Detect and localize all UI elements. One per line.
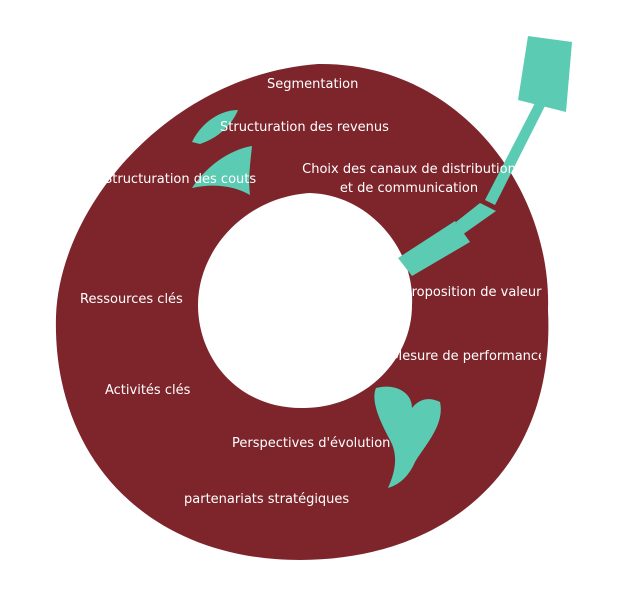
turntable-tonearm-icon xyxy=(398,36,572,276)
tonearm-head xyxy=(518,36,572,112)
tonearm-cartridge xyxy=(398,221,470,276)
label-perspectives-evolution: Perspectives d'évolution xyxy=(232,436,391,451)
label-choix-canaux: Choix des canaux de distribution et de c… xyxy=(294,161,524,197)
label-proposition-valeur: Proposition de valeur xyxy=(404,285,542,300)
tonearm-joint xyxy=(456,203,496,235)
bird-icon xyxy=(374,386,441,488)
leaf-icon-bottom xyxy=(192,146,252,195)
label-choix-canaux-line2: et de communication xyxy=(339,181,479,196)
label-ressources-cles: Ressources clés xyxy=(80,292,183,307)
label-activites-cles: Activités clés xyxy=(105,383,191,398)
label-mesure-performance: Mesure de performance xyxy=(391,349,541,364)
label-structuration-revenus: Structuration des revenus xyxy=(220,120,389,135)
label-choix-canaux-line1: Choix des canaux de distribution xyxy=(302,162,516,177)
label-partenariats-strategiques: partenariats stratégiques xyxy=(184,492,350,507)
label-segmentation: Segmentation xyxy=(267,77,359,92)
label-structuration-couts: Structuration des couts xyxy=(104,172,257,187)
record-disc xyxy=(55,63,549,560)
leaf-icon-top xyxy=(192,110,238,144)
tonearm-shaft xyxy=(485,103,545,205)
